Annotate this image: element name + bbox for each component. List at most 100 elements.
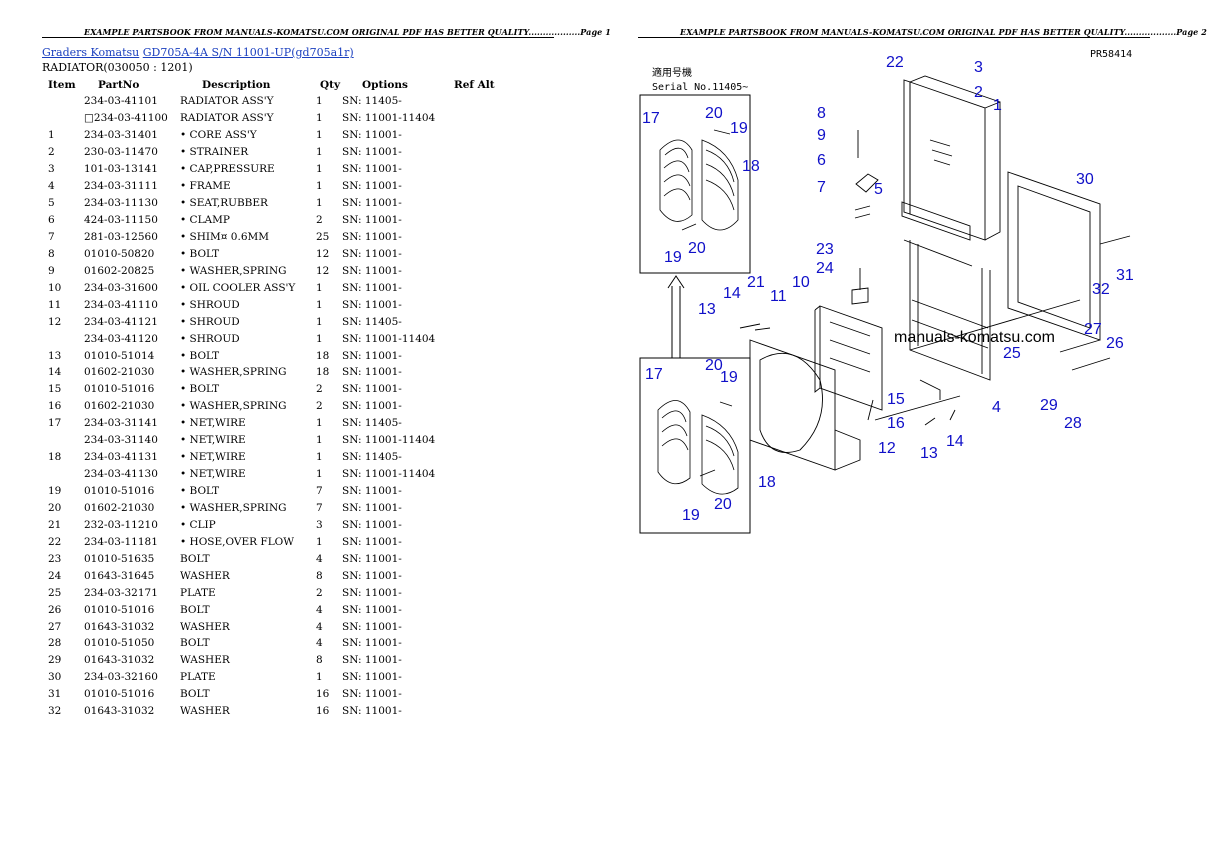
cell-options: SN: 11001- [342,569,402,582]
cell-description: • SEAT,RUBBER [180,197,268,210]
cell-ref-alt [454,195,504,212]
cell-options: SN: 11001- [342,535,402,548]
cell-description: RADIATOR ASS'Y [180,95,274,108]
cell-description: • OIL COOLER ASS'Y [180,281,296,294]
cell-qty: 1 [316,451,323,464]
callout-29: 29 [1040,397,1058,414]
cell-options: SN: 11001- [342,214,402,227]
cell-qty: 12 [316,264,330,277]
cell-options: SN: 11001- [342,349,402,362]
cell-qty: 12 [316,247,330,260]
cell-options: SN: 11001- [342,688,402,701]
cell-description: • HOSE,OVER FLOW [180,535,295,548]
cell-partno: 01010-51016 [84,603,155,616]
cell-partno: 01602-21030 [84,501,155,514]
cell-partno: 234-03-11130 [84,197,158,210]
callout-13: 13 [698,301,716,318]
cell-qty: 1 [316,197,323,210]
cell-partno: 424-03-11150 [84,214,158,227]
cell-item: 16 [48,400,62,413]
cell-qty: 4 [316,637,323,650]
cell-ref-alt [454,415,504,432]
cell-ref-alt [454,296,504,313]
cell-item: 9 [48,264,55,277]
cell-ref-alt [454,262,504,279]
cell-description: • CORE ASS'Y [180,129,257,142]
cell-ref-alt [454,161,504,178]
callout-3: 3 [974,59,983,76]
callout-22: 22 [886,54,904,71]
cell-qty: 1 [316,535,323,548]
breadcrumb-model-link[interactable]: GD705A-4A S/N 11001-UP(gd705a1r) [142,46,354,59]
cell-partno: 01643-31645 [84,569,155,582]
cell-partno: 234-03-11181 [84,535,158,548]
inset-bottom-callout-20b: 20 [714,496,732,513]
cell-partno: 01010-51014 [84,349,155,362]
cell-partno: 01602-21030 [84,366,155,379]
cell-options: SN: 11001- [342,705,402,718]
callout-5: 5 [874,181,883,198]
cell-ref-alt [454,635,504,652]
cell-item [42,110,84,127]
callout-8: 8 [817,105,826,122]
cell-options: SN: 11001- [342,383,402,396]
cell-item: 17 [48,417,62,430]
cell-description: BOLT [180,688,210,701]
cell-qty: 4 [316,603,323,616]
cell-item [42,432,84,449]
cell-ref-alt [454,483,504,500]
cell-ref-alt [454,686,504,703]
cell-item: 31 [48,688,62,701]
cell-description: RADIATOR ASS'Y [180,112,274,125]
cell-partno: 234-03-31141 [84,417,158,430]
cell-options: SN: 11001- [342,552,402,565]
callout-9: 9 [817,127,826,144]
cell-options: SN: 11001- [342,603,402,616]
cell-ref-alt [454,212,504,229]
cell-options: SN: 11001- [342,146,402,159]
cell-ref-alt [454,567,504,584]
cell-ref-alt [454,127,504,144]
cell-item: 11 [48,298,62,311]
cell-description: WASHER [180,569,230,582]
cell-options: SN: 11001- [342,637,402,650]
callout-28: 28 [1064,415,1082,432]
diagram-code: PR58414 [1090,49,1132,60]
cell-ref-alt [454,279,504,296]
inset-bottom-callout-17: 17 [645,366,663,383]
cell-description: WASHER [180,705,230,718]
cell-partno: 230-03-11470 [84,146,158,159]
cell-options: SN: 11405- [342,451,402,464]
cell-qty: 4 [316,552,323,565]
callout-30: 30 [1076,171,1094,188]
cell-description: • BOLT [180,247,220,260]
cell-item: 26 [48,603,62,616]
cell-partno: 234-03-41121 [84,315,158,328]
callout-2: 2 [974,84,983,101]
cell-item: 5 [48,197,55,210]
cell-ref-alt [454,347,504,364]
cell-options: SN: 11001- [342,180,402,193]
cell-partno: 234-03-31600 [84,281,158,294]
cell-item: 4 [48,180,55,193]
inset-bottom-callout-20a: 20 [705,357,723,374]
callout-11: 11 [770,288,787,305]
cell-partno: □234-03-41100 [84,112,168,125]
breadcrumb-category-link[interactable]: Graders Komatsu [42,46,140,59]
cell-qty: 16 [316,705,330,718]
cell-item: 6 [48,214,55,227]
cell-ref-alt [454,652,504,669]
cell-item: 13 [48,349,62,362]
